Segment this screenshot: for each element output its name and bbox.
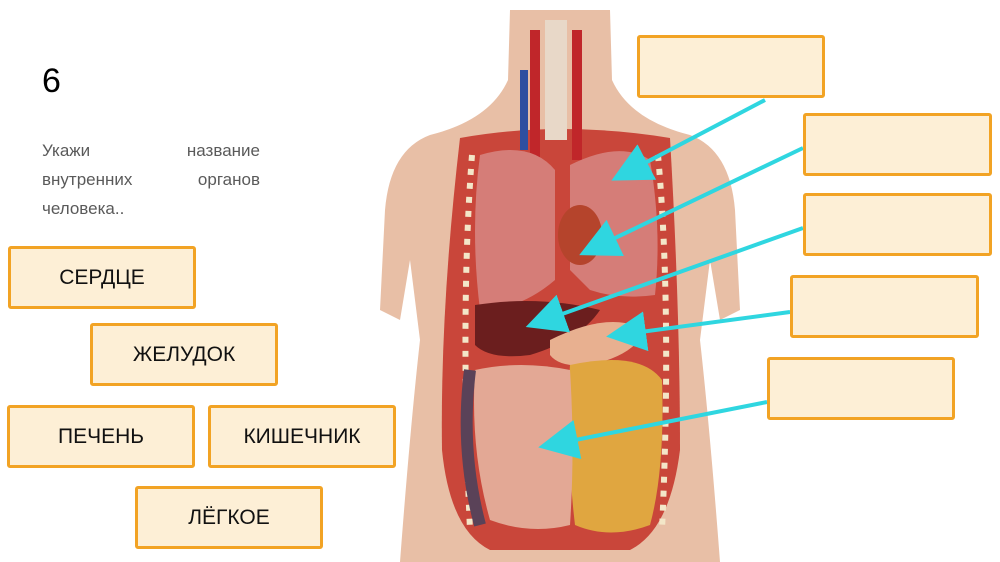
card-heart[interactable]: СЕРДЦЕ (8, 246, 196, 309)
vein (520, 70, 528, 150)
omentum (568, 360, 663, 533)
card-intestine[interactable]: КИШЕЧНИК (208, 405, 396, 468)
artery-left (530, 30, 540, 160)
small-intestine (474, 365, 573, 529)
drop-target-1[interactable] (637, 35, 825, 98)
task-instruction: Укажи название внутренних органов челове… (42, 141, 260, 218)
colon (460, 369, 486, 527)
drop-target-4[interactable] (790, 275, 979, 338)
task-number: 6 (42, 62, 61, 100)
lung-left (475, 150, 555, 310)
drop-target-3[interactable] (803, 193, 992, 256)
trachea (545, 20, 567, 140)
ribs-left (462, 154, 475, 531)
card-liver[interactable]: ПЕЧЕНЬ (7, 405, 195, 468)
drop-target-2[interactable] (803, 113, 992, 176)
drop-target-5[interactable] (767, 357, 955, 420)
artery-right (572, 30, 582, 160)
card-lung[interactable]: ЛЁГКОЕ (135, 486, 323, 549)
heart (558, 205, 602, 265)
card-stomach[interactable]: ЖЕЛУДОК (90, 323, 278, 386)
